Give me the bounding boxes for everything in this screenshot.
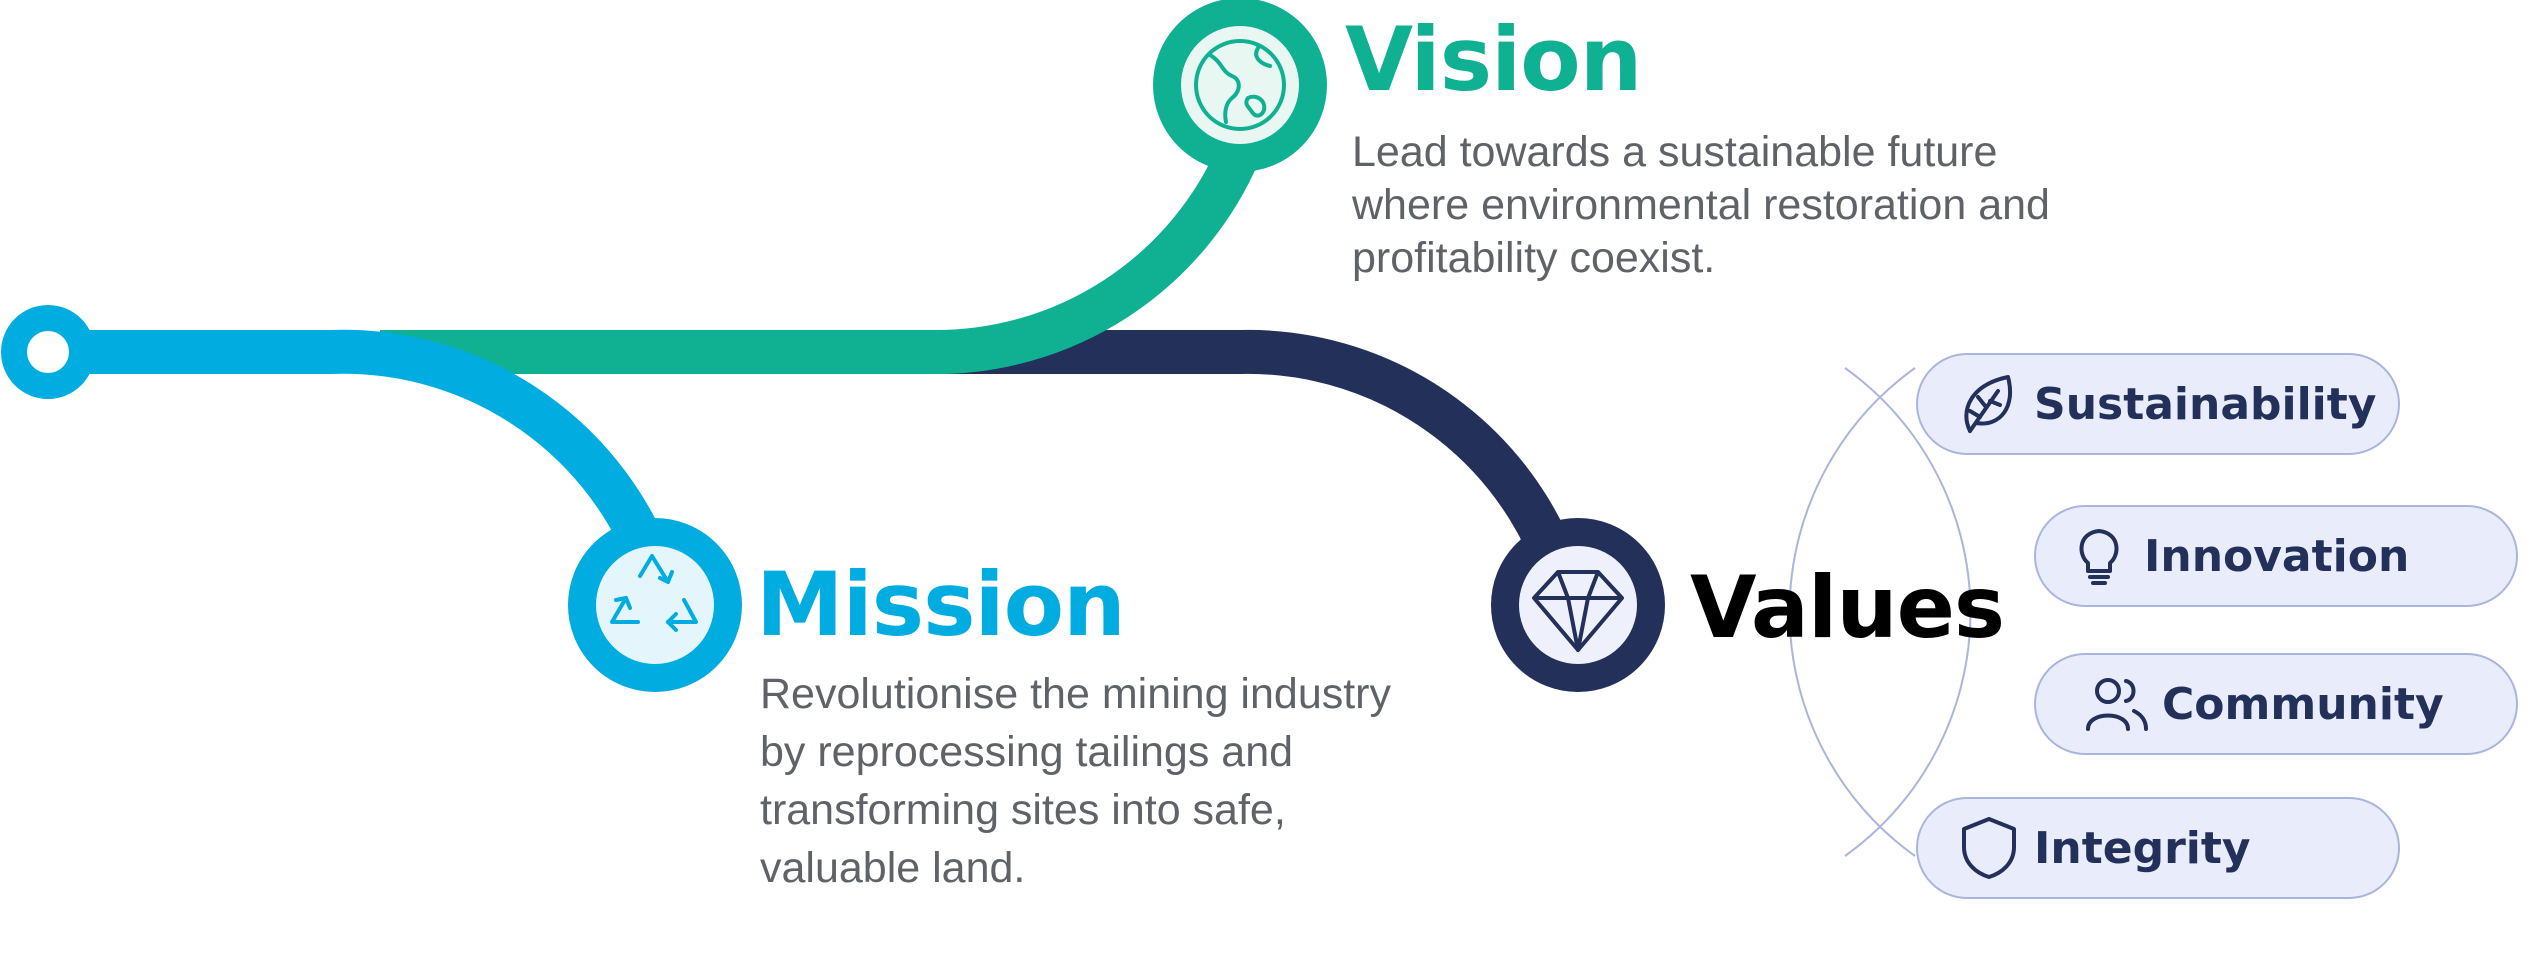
value-label-integrity: Integrity (2034, 822, 2251, 874)
users-icon (2086, 678, 2148, 731)
value-label-innovation: Innovation (2144, 530, 2410, 582)
values-node (1491, 518, 1665, 692)
mission-connector-line (48, 329, 671, 569)
mission-title: Mission (756, 553, 1126, 656)
leaf-icon (1964, 375, 2012, 433)
shield-icon (1962, 817, 2016, 879)
recycle-icon (610, 554, 698, 632)
globe-icon (1194, 39, 1286, 131)
value-pill-sustainability: Sustainability (1916, 353, 2400, 455)
value-pill-innovation: Innovation (2034, 505, 2518, 607)
diamond-icon (1532, 570, 1624, 652)
values-orbit-left (1788, 367, 1916, 857)
value-pill-integrity: Integrity (1916, 797, 2400, 899)
lightbulb-icon (2079, 529, 2119, 585)
mission-node (568, 518, 742, 692)
vision-title: Vision (1345, 8, 1642, 111)
value-pill-community: Community (2034, 653, 2518, 755)
value-label-sustainability: Sustainability (2034, 378, 2377, 430)
start-node (1, 305, 95, 399)
vision-description: Lead towards a sustainable future where … (1352, 128, 2050, 282)
value-label-community: Community (2162, 678, 2444, 730)
vision-connector-line (380, 141, 1261, 375)
values-orbit-right (1844, 367, 1972, 857)
mission-description: Revolutionise the mining industry by rep… (760, 670, 1391, 892)
vision-node (1153, 0, 1327, 172)
values-title: Values (1690, 558, 2005, 658)
